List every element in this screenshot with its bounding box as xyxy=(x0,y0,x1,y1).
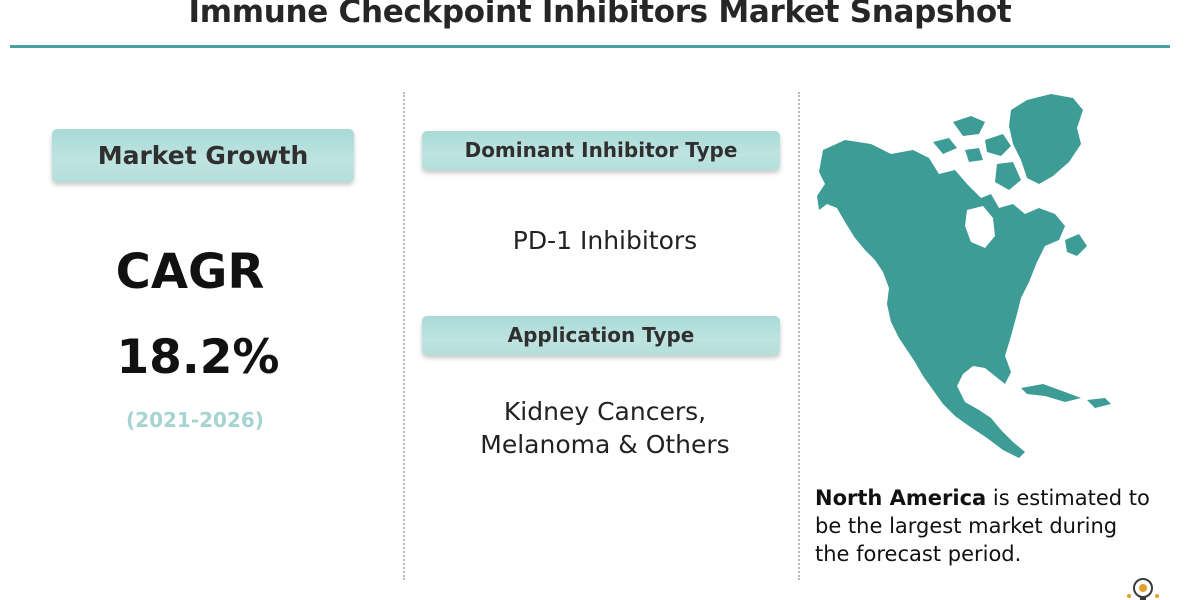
region-description-line1: North America is estimated to xyxy=(815,484,1185,512)
bulb-logo-icon xyxy=(1126,574,1160,600)
application-type-value-line1: Kidney Cancers, xyxy=(503,397,707,426)
region-name: North America xyxy=(815,486,987,510)
market-growth-label: Market Growth xyxy=(52,129,354,182)
cagr-period: (2021-2026) xyxy=(126,408,264,432)
application-type-label: Application Type xyxy=(422,316,780,355)
title-underline xyxy=(10,45,1170,48)
cagr-value: 18.2% xyxy=(116,330,280,385)
north-america-map-icon xyxy=(815,92,1125,462)
page-title: Immune Checkpoint Inhibitors Market Snap… xyxy=(188,0,1012,30)
region-description-line2: be the largest market during xyxy=(815,514,1118,538)
region-description-text1: is estimated to xyxy=(986,486,1150,510)
column-divider-left xyxy=(403,92,405,580)
cagr-label: CAGR xyxy=(115,244,265,300)
column-divider-right xyxy=(798,92,800,580)
dominant-inhibitor-value: PD-1 Inhibitors xyxy=(512,226,698,255)
dominant-inhibitor-label: Dominant Inhibitor Type xyxy=(422,131,780,170)
region-description-line3: the forecast period. xyxy=(815,542,1022,566)
application-type-value-line2: Melanoma & Others xyxy=(480,430,730,459)
region-description: North America is estimated to be the lar… xyxy=(815,484,1185,568)
